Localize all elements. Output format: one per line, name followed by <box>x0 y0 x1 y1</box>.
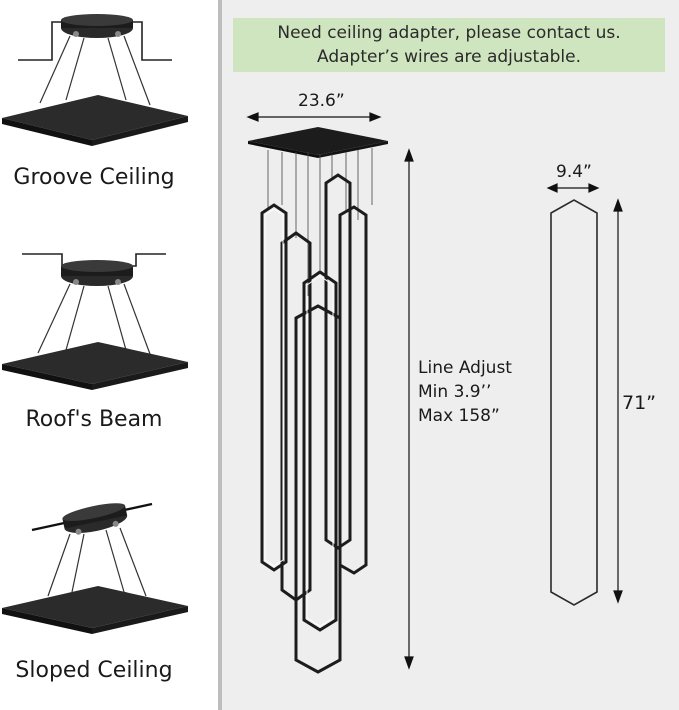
sloped-ceiling-illustration <box>2 502 188 634</box>
tube-height-label: 71” <box>622 392 657 414</box>
line-adjust-arrow <box>404 148 414 670</box>
mount-label-sloped: Sloped Ceiling <box>15 658 173 683</box>
mount-label-roofs-beam: Roof's Beam <box>25 407 163 432</box>
banner-line-2: Adapter’s wires are adjustable. <box>317 47 581 67</box>
sloped-ceiling-mount: Sloped Ceiling <box>0 490 218 710</box>
banner-line-1: Need ceiling adapter, please contact us. <box>277 23 621 43</box>
canopy-width-label: 23.6” <box>298 91 345 111</box>
mount-label-groove: Groove Ceiling <box>13 165 175 190</box>
tube-height-arrow <box>613 198 623 604</box>
line-adjust-note: Line Adjust Min 3.9’’ Max 158” <box>418 356 512 428</box>
line-adjust-title: Line Adjust <box>418 358 512 378</box>
groove-ceiling-mount: Groove Ceiling <box>0 0 218 230</box>
canopy-width-arrow <box>246 112 382 122</box>
tube-width-arrow <box>546 183 600 193</box>
mounting-types-panel: Groove Ceiling Roof's Beam <box>0 0 218 710</box>
roofs-beam-mount: Roof's Beam <box>0 240 218 470</box>
adapter-notice-banner: Need ceiling adapter, please contact us.… <box>233 18 665 72</box>
tube-width-label: 9.4” <box>556 162 592 182</box>
single-tube-outline <box>550 199 598 606</box>
suspension-wires <box>267 148 373 296</box>
dimensions-panel <box>222 0 679 710</box>
panel-divider <box>218 0 222 710</box>
line-adjust-min: Min 3.9’’ <box>418 382 492 402</box>
roofs-beam-illustration <box>2 253 188 390</box>
line-adjust-max: Max 158” <box>418 406 500 426</box>
pendant-tube-highlights <box>264 208 334 627</box>
pendant-tubes <box>260 173 368 674</box>
groove-ceiling-illustration <box>2 14 188 146</box>
canopy <box>248 127 388 158</box>
